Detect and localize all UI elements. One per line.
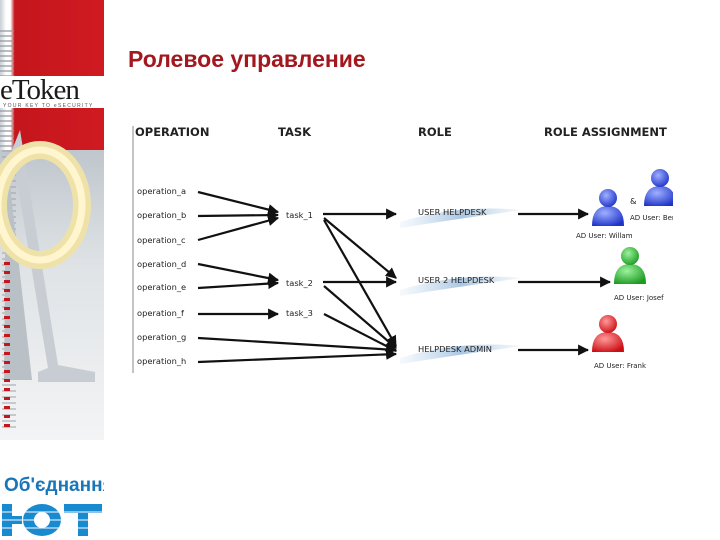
role-assignment-arrows [518,208,612,356]
company-label: Об'єднання [4,475,104,496]
operation-label: operation_b [137,210,186,220]
role-swoosh [400,276,523,296]
role-swoosh [400,344,523,364]
user-icon-blue [592,189,624,226]
ampersand-label: & [630,196,637,206]
operation-label: operation_a [137,186,186,196]
header-role: ROLE [418,125,452,139]
red-dots [4,262,10,432]
task-label: task_1 [286,210,313,220]
task-label: task_3 [286,308,313,318]
role-label: USER 2 HELPDESK [418,275,495,285]
role-label: HELPDESK ADMIN [418,344,492,354]
operation-task-arrows [197,190,398,364]
branding-panel: eToken YOUR KEY TO eSECURITY Об'єднання [0,0,104,540]
decorative-letter-a-icon [0,130,95,382]
header-task: TASK [278,125,312,139]
user-label: AD User: Frank [594,362,647,370]
header-role-assignment: ROLE ASSIGNMENT [544,125,667,139]
task-role-arrows [323,208,398,352]
task-label: task_2 [286,278,313,288]
role-management-diagram: OPERATION TASK ROLE ROLE ASSIGNMENT oper… [132,125,673,373]
etoken-tagline: YOUR KEY TO eSECURITY [3,103,94,109]
etoken-logo-box [0,76,104,108]
operation-label: operation_f [137,308,185,318]
user-label: AD User: Willam [576,232,633,240]
operation-label: operation_c [137,235,186,245]
user-icon-green [614,247,646,284]
etoken-logo: eToken [0,74,80,106]
operation-label: operation_d [137,259,186,269]
slide-title: Ролевое управление [128,46,366,72]
company-logo [0,500,104,540]
header-operation: OPERATION [135,125,209,139]
role-swoosh [400,208,523,228]
user-label: AD User: Bernd [630,214,673,222]
user-label: AD User: Josef [614,294,664,302]
operation-label: operation_h [137,356,186,366]
operation-label: operation_g [137,332,186,342]
role-label: USER HELPDESK [418,207,487,217]
user-icon-blue [644,169,673,206]
operation-label: operation_e [137,282,186,292]
user-icon-red [592,315,624,352]
